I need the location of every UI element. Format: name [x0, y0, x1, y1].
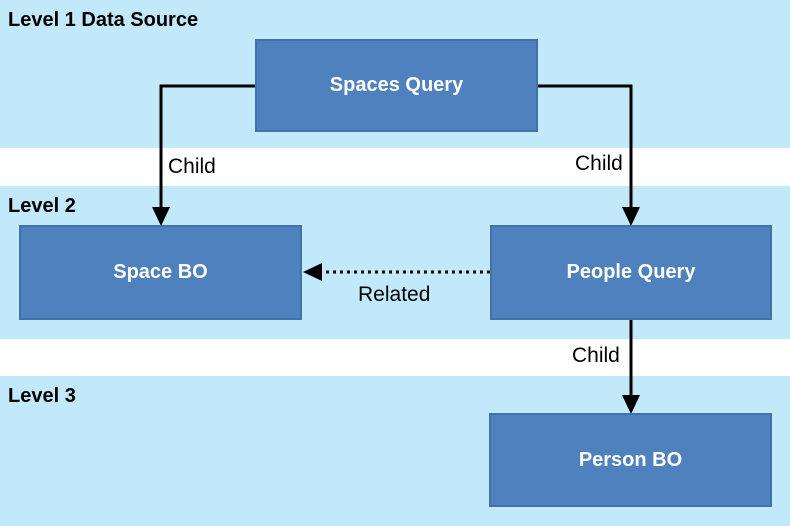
- edge-label-related: Related: [358, 283, 431, 306]
- node-person-bo: Person BO: [489, 413, 772, 507]
- level-1-label: Level 1 Data Source: [8, 9, 199, 31]
- level-3-label: Level 3: [8, 385, 76, 407]
- node-spaces-query-label: Spaces Query: [329, 74, 464, 96]
- edge-label-child-2: Child: [575, 152, 623, 175]
- node-spaces-query: Spaces Query: [255, 39, 538, 132]
- node-people-query: People Query: [490, 225, 772, 320]
- level-2-label: Level 2: [8, 195, 76, 217]
- node-space-bo: Space BO: [19, 225, 302, 320]
- edge-label-child-3: Child: [572, 344, 620, 367]
- node-people-query-label: People Query: [566, 261, 696, 283]
- node-person-bo-label: Person BO: [578, 448, 683, 471]
- node-space-bo-label: Space BO: [113, 261, 208, 283]
- edge-label-child-1: Child: [168, 155, 216, 178]
